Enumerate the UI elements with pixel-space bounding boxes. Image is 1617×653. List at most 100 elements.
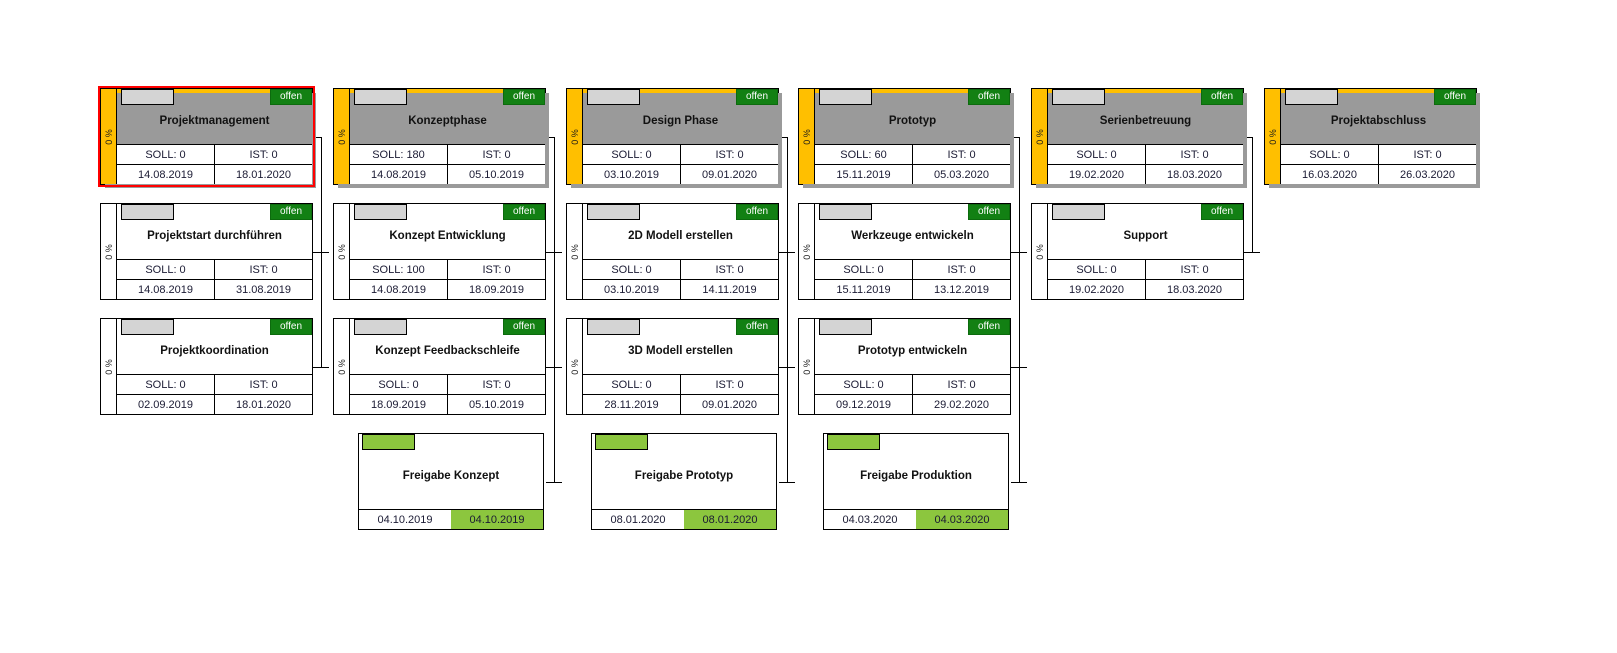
card-header: offen: [1048, 89, 1243, 106]
connector-child-stub: [1011, 251, 1019, 253]
ist-value: IST: 0: [482, 148, 511, 161]
card-title: Werkzeuge entwickeln: [851, 230, 974, 242]
card-header: offen: [583, 319, 778, 336]
progress-strip: 0 %: [334, 204, 350, 299]
status-badge: offen: [503, 319, 545, 335]
connector-child-stub: [313, 366, 321, 368]
start-date: 19.02.2020: [1048, 165, 1146, 184]
connector-parent-stub: [313, 136, 321, 138]
soll-value: SOLL: 0: [583, 375, 681, 394]
start-date: 14.08.2019: [117, 165, 215, 184]
end-date: 18.09.2019: [468, 283, 525, 296]
milestone-date-planned: 08.01.2020: [610, 513, 666, 526]
ist-value: IST: 0: [1180, 263, 1209, 276]
end-date: 31.08.2019: [235, 283, 292, 296]
status-badge: offen: [503, 89, 545, 105]
card-title: Konzept Entwicklung: [389, 230, 506, 242]
connector-child-stub: [787, 481, 795, 483]
progress-percent-label: 0 %: [1267, 128, 1278, 145]
soll-value: SOLL: 180: [350, 145, 448, 164]
soll-value: SOLL: 0: [583, 260, 681, 279]
progress-percent-label: 0 %: [801, 128, 812, 145]
resource-chip: [819, 204, 872, 220]
progress-percent-label: 0 %: [103, 243, 114, 260]
soll-value: SOLL: 0: [583, 145, 681, 164]
connector-child-stub: [546, 366, 554, 368]
end-date: 14.11.2019: [702, 283, 757, 296]
ist-value: IST: 0: [249, 148, 278, 161]
connector-child-stub: [554, 481, 562, 483]
card-header: offen: [583, 89, 778, 106]
card-header: offen: [117, 319, 312, 336]
resource-chip: [121, 89, 174, 105]
resource-chip: [587, 89, 640, 105]
card-title: Support: [1123, 230, 1168, 242]
resource-chip: [1052, 204, 1105, 220]
connector-child-stub: [787, 251, 795, 253]
milestone-header: [824, 434, 1008, 451]
ist-value: IST: 0: [482, 263, 511, 276]
start-date: 14.08.2019: [350, 165, 448, 184]
soll-value: SOLL: 0: [350, 375, 448, 394]
card-title: 2D Modell erstellen: [628, 230, 733, 242]
resource-chip: [819, 89, 872, 105]
card-header: offen: [583, 204, 778, 221]
progress-percent-label: 0 %: [103, 358, 114, 375]
soll-value: SOLL: 0: [1281, 145, 1379, 164]
card-header: offen: [350, 89, 545, 106]
start-date: 03.10.2019: [583, 280, 681, 299]
end-date: 29.02.2020: [933, 398, 990, 411]
start-date: 19.02.2020: [1048, 280, 1146, 299]
end-date: 05.03.2020: [933, 168, 990, 181]
progress-percent-label: 0 %: [1034, 243, 1045, 260]
end-date: 05.10.2019: [468, 398, 525, 411]
connector-child-stub: [779, 481, 787, 483]
dates-row: 14.08.2019 18.01.2020: [117, 164, 312, 184]
start-date: 14.08.2019: [117, 280, 215, 299]
connector-child-stub: [779, 251, 787, 253]
end-date: 18.01.2020: [235, 168, 292, 181]
milestone-date-actual: 04.03.2020: [916, 510, 1008, 529]
milestone-title: Freigabe Konzept: [402, 470, 500, 482]
resource-chip: [354, 319, 407, 335]
